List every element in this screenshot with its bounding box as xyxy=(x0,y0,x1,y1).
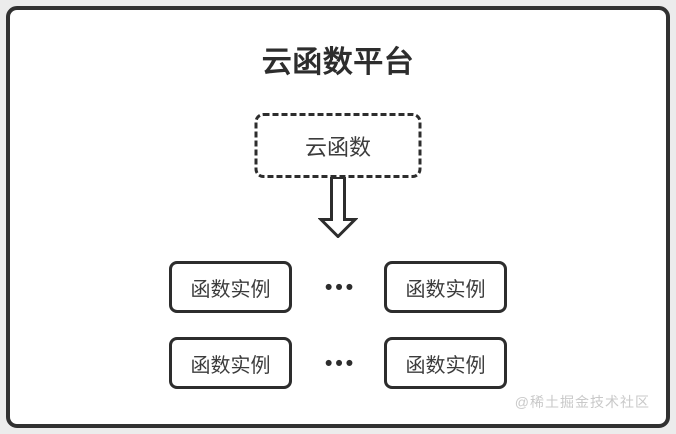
instance-box: 函数实例 xyxy=(384,261,507,313)
instance-box: 函数实例 xyxy=(169,337,292,389)
instance-box-label: 函数实例 xyxy=(405,278,486,301)
instance-box-label: 函数实例 xyxy=(190,354,271,377)
watermark: @稀土掘金技术社区 xyxy=(514,394,650,410)
instance-box-label: 函数实例 xyxy=(405,354,486,377)
down-arrow-icon xyxy=(317,176,359,239)
instance-box-label: 函数实例 xyxy=(190,278,271,301)
instance-row: 函数实例 ••• 函数实例 xyxy=(10,337,666,389)
cloud-function-box-label: 云函数 xyxy=(304,134,371,160)
ellipsis-dots: ••• xyxy=(325,351,357,375)
instance-box: 函数实例 xyxy=(169,261,292,313)
cloud-function-box: 云函数 xyxy=(254,113,422,178)
diagram-title: 云函数平台 xyxy=(261,46,415,79)
instance-row: 函数实例 ••• 函数实例 xyxy=(10,261,666,313)
diagram-frame: 云函数平台 云函数 函数实例 ••• 函数实例 函数实例 ••• 函数实例 @稀… xyxy=(6,6,670,428)
ellipsis-dots: ••• xyxy=(325,275,357,299)
instance-box: 函数实例 xyxy=(384,337,507,389)
